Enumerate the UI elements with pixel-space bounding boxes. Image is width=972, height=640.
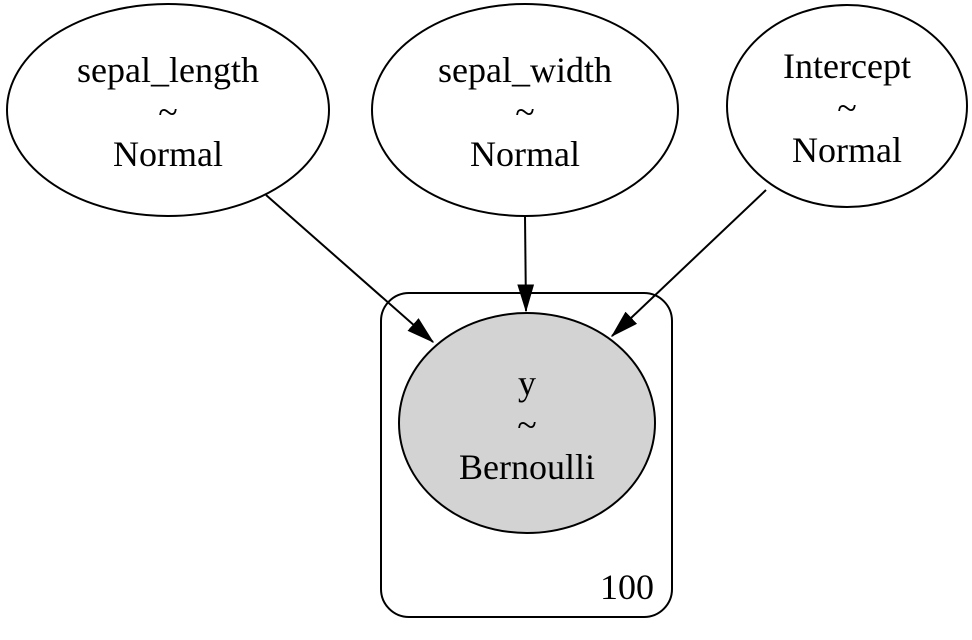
node-sepal-length: sepal_length ~ Normal	[6, 3, 330, 217]
edge-sepal-width-to-y	[517, 215, 535, 313]
node-y-tilde: ~	[517, 405, 536, 445]
node-intercept-ellipse	[726, 4, 968, 208]
node-sepal-length-ellipse	[6, 3, 330, 217]
node-sepal-width-name: sepal_width	[438, 50, 612, 90]
plate-count-label: 100	[600, 567, 654, 607]
node-sepal-width: sepal_width ~ Normal	[371, 3, 679, 217]
node-y-name: y	[518, 363, 536, 403]
node-intercept-name: Intercept	[783, 46, 911, 86]
node-sepal-width-distribution: Normal	[470, 134, 580, 174]
node-intercept-tilde: ~	[837, 88, 856, 128]
node-y-distribution: Bernoulli	[459, 447, 595, 487]
node-sepal-length-tilde: ~	[158, 92, 177, 132]
edge-sepal-length-to-y	[265, 194, 435, 343]
node-sepal-width-tilde: ~	[515, 92, 534, 132]
node-y-ellipse	[398, 312, 656, 534]
edge-intercept-to-y	[610, 189, 767, 337]
node-intercept-distribution: Normal	[792, 130, 902, 170]
node-sepal-width-ellipse	[371, 3, 679, 217]
node-sepal-length-distribution: Normal	[113, 134, 223, 174]
node-sepal-length-name: sepal_length	[77, 50, 259, 90]
node-intercept: Intercept ~ Normal	[726, 4, 968, 208]
node-y: y ~ Bernoulli	[398, 312, 656, 534]
